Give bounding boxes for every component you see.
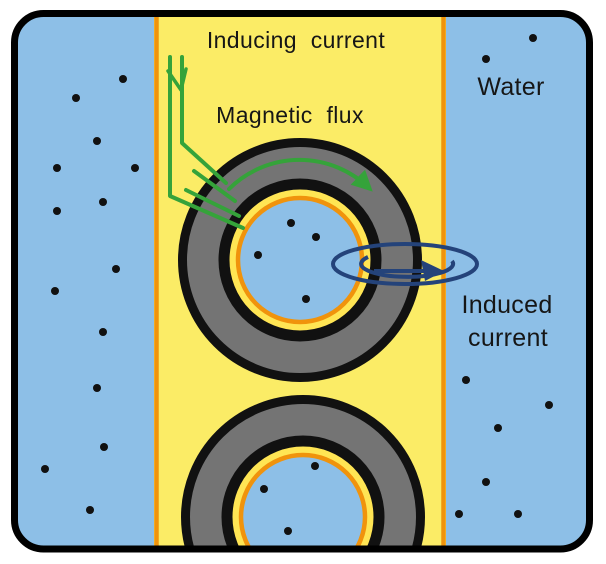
water-label: Water [477, 73, 544, 101]
water-particle-dot [311, 462, 319, 470]
toroid-core-top [178, 138, 422, 382]
toroid-core-bottom [181, 395, 425, 547]
particles-left-water [41, 75, 139, 514]
water-particle-dot [93, 384, 101, 392]
particles-top-ring [254, 219, 320, 303]
induced-loop-inner [359, 255, 456, 279]
inducing-wire-left [168, 55, 245, 230]
water-particle-dot [545, 401, 553, 409]
water-particle-dot [100, 443, 108, 451]
particles-right-water [455, 34, 553, 518]
water-particle-dot [462, 376, 470, 384]
induced-current-coil [331, 242, 479, 286]
water-particle-dot [302, 295, 310, 303]
water-particle-dot [254, 251, 262, 259]
inducing-current-wires [166, 55, 373, 230]
inducing-current-label: Inducing current [207, 27, 386, 53]
frame-border [11, 10, 593, 553]
toroid-top-water-channel [235, 195, 365, 325]
water-particle-dot [312, 233, 320, 241]
winding-turn-segment [192, 169, 237, 203]
water-particle-dot [53, 207, 61, 215]
water-particle-dot [119, 75, 127, 83]
water-particle-dot [72, 94, 80, 102]
water-particle-dot [99, 198, 107, 206]
induced-arrowhead-icon [421, 260, 444, 281]
water-particle-dot [131, 164, 139, 172]
water-particle-dot [284, 527, 292, 535]
water-particle-dot [260, 485, 268, 493]
water-particle-dot [287, 219, 295, 227]
winding-turn-segment [184, 188, 241, 218]
water-particle-dot [86, 506, 94, 514]
water-particle-dot [482, 478, 490, 486]
particles-bottom-ring [260, 462, 319, 535]
inducing-current-direction-arrow-icon [166, 67, 188, 92]
water-particle-dot [53, 164, 61, 172]
water-particle-dot [529, 34, 537, 42]
water-particle-dot [482, 55, 490, 63]
water-particle-dot [51, 287, 59, 295]
water-particle-dot [455, 510, 463, 518]
toroid-bottom-water-channel [238, 452, 368, 547]
water-particle-dot [514, 510, 522, 518]
induced-current-label-line1: Induced [461, 291, 552, 319]
induced-current-label-line2: current [468, 324, 548, 352]
water-particle-dot [93, 137, 101, 145]
water-particle-dot [494, 424, 502, 432]
water-particle-dot [112, 265, 120, 273]
water-particle-dot [99, 328, 107, 336]
water-particle-dot [41, 465, 49, 473]
induced-loop-outer [331, 242, 479, 286]
magnetic-flux-label: Magnetic flux [216, 102, 364, 128]
magnetic-flux-arrow-icon [227, 157, 373, 192]
